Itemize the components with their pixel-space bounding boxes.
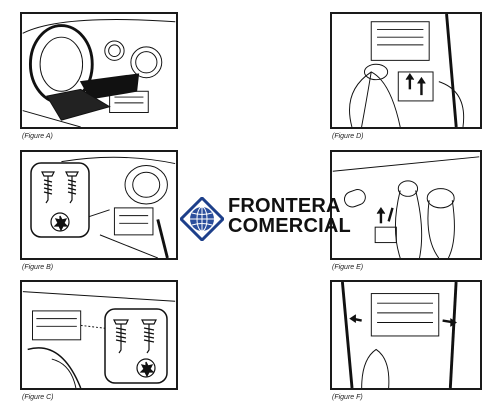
globe-in-diamond-icon xyxy=(180,197,224,241)
figure-e-caption: (Figure E) xyxy=(332,264,364,271)
torx-head-icon xyxy=(136,358,156,378)
figure-c-illustration xyxy=(22,291,176,388)
figure-c-panel xyxy=(20,280,178,390)
figure-b-panel xyxy=(20,150,178,260)
brand-logo: FRONTERA COMERCIAL xyxy=(180,195,351,245)
screw-callout-b xyxy=(30,162,90,238)
figure-a-illustration xyxy=(22,19,176,127)
figure-f-illustration xyxy=(340,282,458,388)
figure-e-panel xyxy=(330,150,482,260)
figure-d-illustration xyxy=(349,14,465,127)
logo-text-line-2: COMERCIAL xyxy=(228,215,351,237)
figure-a-caption: (Figure A) xyxy=(22,133,53,140)
screw-icon xyxy=(41,171,55,204)
torx-head-icon xyxy=(50,212,70,232)
figure-c-caption: (Figure C) xyxy=(22,394,54,401)
figure-a-panel xyxy=(20,12,178,129)
figure-e-illustration xyxy=(332,156,480,258)
screw-icon xyxy=(65,171,79,204)
figure-f-caption: (Figure F) xyxy=(332,394,363,401)
figure-b-caption: (Figure B) xyxy=(22,264,54,271)
figure-d-panel xyxy=(330,12,482,129)
figure-b-illustration xyxy=(61,156,176,258)
screw-callout-c xyxy=(104,308,168,384)
figure-f-panel xyxy=(330,280,482,390)
figure-d-caption: (Figure D) xyxy=(332,133,364,140)
logo-text-line-1: FRONTERA xyxy=(228,195,341,217)
